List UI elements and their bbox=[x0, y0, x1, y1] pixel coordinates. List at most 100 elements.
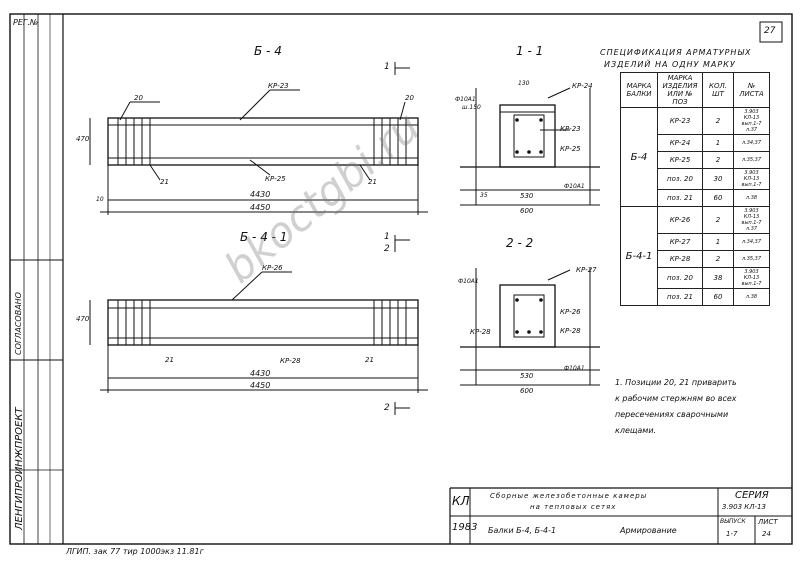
label-phi10-d: Ф10А1 bbox=[564, 365, 585, 372]
cell: л.38 bbox=[733, 288, 770, 306]
cell: 3.903 КЛ-13 вып.1-7 л.37 bbox=[733, 107, 770, 135]
title-name-1: Сборные железобетонные камеры bbox=[490, 492, 648, 500]
table-row: поз. 21 60 л.38 bbox=[621, 288, 770, 306]
view-b41-title: Б - 4 - 1 bbox=[240, 230, 288, 244]
title-drawing: Балки Б-4, Б-4-1 bbox=[488, 526, 557, 535]
label-20-a: 20 bbox=[134, 94, 143, 102]
cell: 60 bbox=[702, 288, 734, 306]
label-21-c: 21 bbox=[165, 356, 174, 364]
label-21-d: 21 bbox=[365, 356, 374, 364]
cell: КР-23 bbox=[657, 107, 703, 135]
group-mark: Б-4 bbox=[620, 107, 658, 207]
section-mark-1b: 1 bbox=[384, 232, 390, 242]
section-22-title: 2 - 2 bbox=[506, 236, 534, 250]
label-kr26: КР-26 bbox=[262, 264, 283, 272]
cell: поз. 21 bbox=[657, 189, 703, 207]
table-row: поз. 21 60 л.38 bbox=[621, 189, 770, 207]
note-line-1: 1. Позиции 20, 21 приварить bbox=[615, 378, 737, 387]
cell: 60 bbox=[702, 189, 734, 207]
spec-title-1: СПЕЦИФИКАЦИЯ АРМАТУРНЫХ bbox=[600, 48, 752, 57]
cell: л.34,37 bbox=[733, 134, 770, 152]
cell: л.35,37 bbox=[733, 250, 770, 268]
spec-table: МАРКА БАЛКИ МАРКА ИЗДЕЛИЯ ИЛИ № ПОЗ КОЛ.… bbox=[620, 72, 770, 306]
label-phi10-b: Ф10А1 bbox=[564, 183, 585, 190]
label-kr25-s: КР-25 bbox=[560, 145, 581, 153]
label-phi10-c: Ф10А1 bbox=[458, 278, 479, 285]
label-kr26-s: КР-26 bbox=[560, 308, 581, 316]
cell: поз. 20 bbox=[657, 267, 703, 289]
footer-print-info: ЛГИП. зак 77 тир 1000экз 11.81г bbox=[66, 547, 204, 556]
label-kr28-s2: КР-28 bbox=[470, 328, 491, 336]
spec-header-row: МАРКА БАЛКИ МАРКА ИЗДЕЛИЯ ИЛИ № ПОЗ КОЛ.… bbox=[620, 72, 770, 108]
label-kr27: КР-27 bbox=[576, 266, 597, 274]
title-name-2: на тепловых сетях bbox=[530, 503, 617, 511]
cell: 2 bbox=[702, 250, 734, 268]
dim-10-a: 10 bbox=[96, 196, 104, 203]
label-21-b: 21 bbox=[368, 178, 377, 186]
label-phi10-a: Ф10А1 bbox=[455, 96, 476, 103]
cell: КР-24 bbox=[657, 134, 703, 152]
table-row: КР-27 1 л.34,37 bbox=[621, 233, 770, 251]
cell: 3.903 КЛ-13 вып.1-7 л.37 bbox=[733, 206, 770, 234]
cell: 2 bbox=[702, 151, 734, 169]
cell: 2 bbox=[702, 206, 734, 234]
cell: поз. 21 bbox=[657, 288, 703, 306]
label-kr28-a: КР-28 bbox=[280, 357, 301, 365]
issue-value: 1-7 bbox=[726, 530, 738, 538]
dim-600-b: 600 bbox=[520, 387, 534, 395]
sheet-number: 27 bbox=[764, 26, 776, 36]
cell: л.35,37 bbox=[733, 151, 770, 169]
series-value: 3.903 КЛ-13 bbox=[722, 503, 766, 511]
dim-4450-a: 4450 bbox=[250, 203, 271, 212]
cell: л.38 bbox=[733, 189, 770, 207]
dim-35-a: 35 bbox=[480, 192, 488, 199]
section-11-title: 1 - 1 bbox=[516, 44, 544, 58]
note-line-3: пересечениях сварочными bbox=[615, 410, 729, 419]
series-label: СЕРИЯ bbox=[735, 490, 769, 501]
note-line-4: клещами. bbox=[615, 426, 657, 435]
cell: КР-26 bbox=[657, 206, 703, 234]
label-kr25: КР-25 bbox=[265, 175, 286, 183]
dim-4450-b: 4450 bbox=[250, 381, 271, 390]
note-line-2: к рабочим стержням во всех bbox=[615, 394, 737, 403]
dim-530-b: 530 bbox=[520, 372, 534, 380]
section-mark-1: 1 bbox=[384, 62, 390, 72]
label-21-a: 21 bbox=[160, 178, 169, 186]
title-year: 1983 bbox=[452, 522, 478, 533]
section-mark-2a: 2 bbox=[384, 244, 390, 254]
cell: поз. 20 bbox=[657, 168, 703, 190]
view-b4-title: Б - 4 bbox=[254, 44, 282, 58]
label-kr23: КР-23 bbox=[268, 82, 289, 90]
dim-4430-a: 4430 bbox=[250, 190, 271, 199]
label-step-a: ш.150 bbox=[462, 104, 481, 111]
cell: 3.903 КЛ-13 вып.1-7 bbox=[733, 168, 770, 190]
dim-470-b: 470 bbox=[76, 315, 90, 323]
cell: 2 bbox=[702, 107, 734, 135]
spec-col-qty: КОЛ. ШТ bbox=[702, 72, 734, 108]
cell: КР-28 bbox=[657, 250, 703, 268]
title-kl: КЛ bbox=[452, 494, 470, 508]
dim-4430-b: 4430 bbox=[250, 369, 271, 378]
section-mark-2b: 2 bbox=[384, 403, 390, 413]
table-row: поз. 20 30 3.903 КЛ-13 вып.1-7 bbox=[621, 168, 770, 190]
dim-130-a: 130 bbox=[518, 80, 530, 87]
label-kr28-s: КР-28 bbox=[560, 327, 581, 335]
title-kind: Армирование bbox=[620, 526, 677, 535]
label-kr23-s: КР-23 bbox=[560, 125, 581, 133]
cell: 1 bbox=[702, 134, 734, 152]
dim-470-a: 470 bbox=[76, 135, 90, 143]
issue-label: ВЫПУСК bbox=[720, 518, 746, 525]
sheet-label: ЛИСТ bbox=[758, 518, 778, 526]
spec-col-beam: МАРКА БАЛКИ bbox=[620, 72, 658, 108]
cell: 1 bbox=[702, 233, 734, 251]
group-mark: Б-4-1 bbox=[620, 206, 658, 306]
label-20-b: 20 bbox=[405, 94, 414, 102]
table-row: КР-24 1 л.34,37 bbox=[621, 134, 770, 152]
cell: 38 bbox=[702, 267, 734, 289]
cell: 30 bbox=[702, 168, 734, 190]
spec-col-item: МАРКА ИЗДЕЛИЯ ИЛИ № ПОЗ bbox=[657, 72, 703, 108]
cell: КР-25 bbox=[657, 151, 703, 169]
cell: 3.903 КЛ-13 вып.1-7 bbox=[733, 267, 770, 289]
